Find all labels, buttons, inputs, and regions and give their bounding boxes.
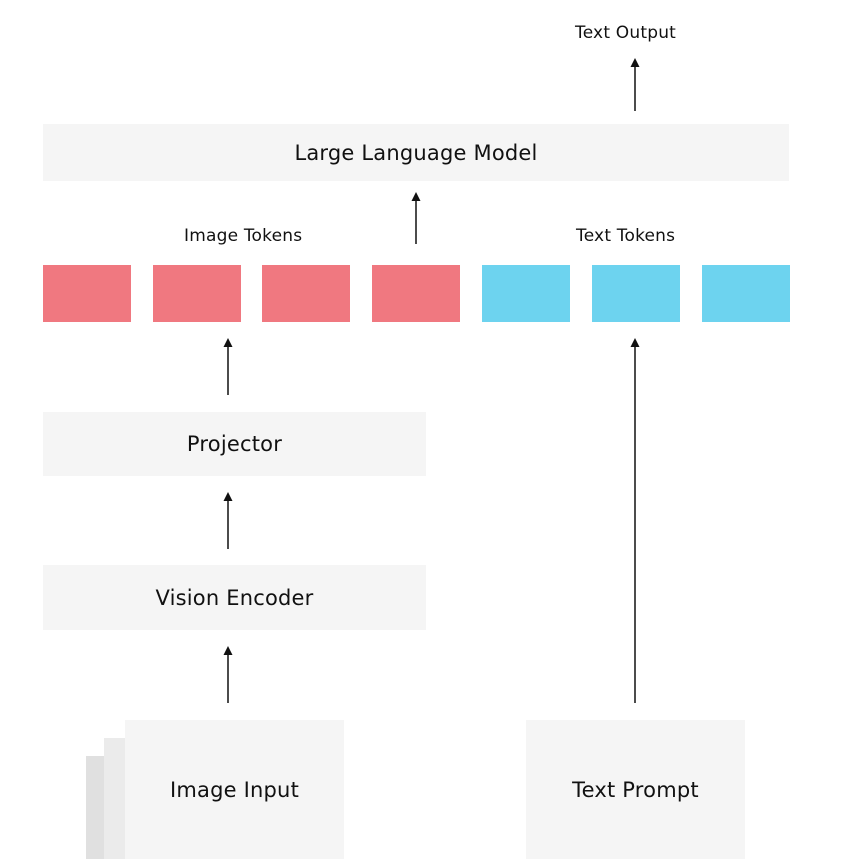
text-prompt-box: Text Prompt (526, 720, 745, 859)
vision-encoder-box: Vision Encoder (43, 565, 426, 630)
vision-encoder-label: Vision Encoder (155, 585, 314, 610)
arrow-encoder-to-projector (223, 492, 233, 549)
image-token (43, 265, 131, 322)
image-input-box: Image Input (125, 720, 344, 859)
text-token (702, 265, 790, 322)
large-language-model-label: Large Language Model (294, 140, 538, 165)
image-tokens-label: Image Tokens (184, 226, 303, 246)
image-input-label: Image Input (169, 777, 300, 802)
text-prompt-label: Text Prompt (572, 777, 699, 802)
arrow-tokens-to-llm (411, 192, 421, 244)
image-token (372, 265, 460, 322)
projector-box: Projector (43, 412, 426, 476)
text-output-label: Text Output (575, 23, 677, 43)
projector-label: Projector (186, 432, 283, 456)
image-token (262, 265, 350, 322)
arrow-llm-to-output (630, 58, 640, 111)
arrow-prompt-to-tokens (630, 338, 640, 703)
large-language-model-box: Large Language Model (43, 124, 789, 181)
text-token (592, 265, 680, 322)
text-tokens-label: Text Tokens (576, 226, 676, 246)
arrow-projector-to-tokens (223, 338, 233, 395)
arrow-image-to-encoder (223, 646, 233, 703)
image-token (153, 265, 241, 322)
text-token (482, 265, 570, 322)
